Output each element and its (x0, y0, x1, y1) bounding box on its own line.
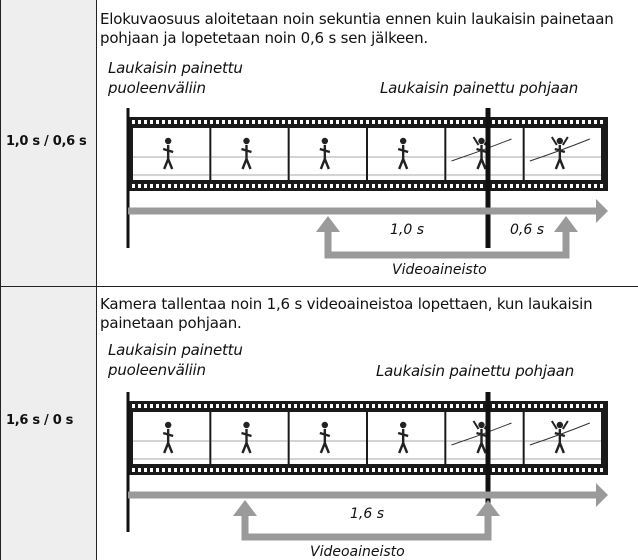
footage-bracket (324, 231, 570, 259)
film-frame (289, 412, 366, 464)
finish-figure-icon (529, 136, 591, 170)
timeline-arrowhead-icon (596, 483, 608, 507)
row-1-duration-a: 1,0 s (390, 222, 424, 238)
row-2-label-cell (0, 287, 96, 560)
row-2-footage-label: Videoaineisto (310, 544, 405, 560)
row-1-footage-label: Videoaineisto (392, 262, 487, 278)
row-2-film-diagram: 1,6 s Videoaineisto (126, 392, 608, 560)
left-border (0, 0, 1, 560)
film-frame (368, 128, 445, 180)
film-frame (446, 412, 523, 464)
film-frame (211, 128, 288, 180)
row-1-caption-half: Laukaisin painettu puoleenväliin (108, 59, 243, 97)
row-2-duration-a: 1,6 s (350, 506, 384, 522)
bracket-arrowhead-right-icon (554, 216, 578, 232)
runner-icon (397, 137, 409, 170)
runner-icon (241, 137, 252, 170)
column-divider (96, 0, 97, 560)
film-strip-icon (128, 401, 608, 475)
bracket-arrowhead-left-icon (233, 500, 257, 516)
runner-icon (319, 137, 331, 170)
finish-figure-icon (451, 420, 512, 454)
film-frame (446, 128, 523, 180)
film-strip-icon (128, 117, 608, 191)
finish-figure-icon (529, 420, 591, 454)
film-frame (524, 128, 601, 180)
runner-icon (162, 137, 174, 170)
film-frame (524, 412, 601, 464)
row-1-duration-b: 0,6 s (510, 222, 544, 238)
row-1-caption-full: Laukaisin painettu pohjaan (380, 79, 579, 97)
runner-icon (397, 421, 409, 454)
film-frame (289, 128, 366, 180)
runner-icon (319, 421, 331, 454)
film-frame (368, 412, 445, 464)
runner-icon (162, 421, 174, 454)
footage-bracket (241, 515, 492, 541)
row-divider (0, 286, 638, 287)
finish-figure-icon (451, 136, 512, 170)
film-frame (133, 412, 210, 464)
row-2-description: Kamera tallentaa noin 1,6 s videoaineist… (100, 295, 593, 332)
row-1-description: Elokuvaosuus aloitetaan noin sekuntia en… (100, 10, 614, 47)
row-2-label: 1,6 s / 0 s (6, 413, 74, 428)
row-1-film-diagram: 1,0 s 0,6 s Videoaineisto (126, 108, 608, 278)
film-frame (133, 128, 210, 180)
row-1-label-cell (0, 0, 96, 286)
row-1-label: 1,0 s / 0,6 s (6, 134, 87, 149)
bracket-arrowhead-right-icon (476, 500, 500, 516)
runner-icon (241, 421, 252, 454)
timeline-arrowhead-icon (596, 199, 608, 223)
row-2-caption-half: Laukaisin painettu puoleenväliin (108, 341, 243, 379)
bracket-arrowhead-left-icon (316, 216, 340, 232)
row-2-caption-full: Laukaisin painettu pohjaan (376, 362, 575, 380)
film-frame (211, 412, 288, 464)
